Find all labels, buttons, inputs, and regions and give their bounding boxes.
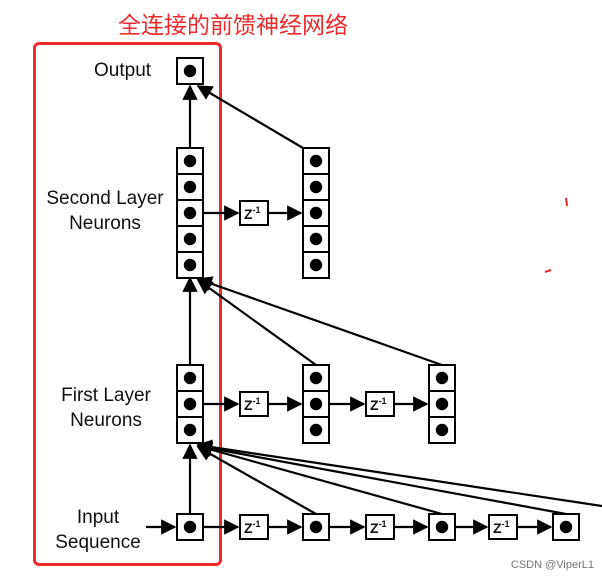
second-layer-neuron (183, 154, 197, 168)
input-tap-2-arrow (196, 442, 443, 516)
first-layer-delay-1 (239, 391, 269, 417)
second-layer-delayed-neuron (309, 180, 323, 194)
stray-red-mark (565, 197, 568, 207)
first-layer-delay-1-label: Z-1 (244, 396, 261, 413)
input-label-line-1: Input (76, 507, 120, 528)
input-label-line-2: Sequence (55, 532, 141, 553)
second-layer-neuron (183, 206, 197, 220)
second-layer-delayed-neuron (309, 154, 323, 168)
input-delay-1 (239, 514, 269, 540)
input-tap-4-arrow (196, 439, 602, 508)
input-node-2-neuron (435, 520, 449, 534)
second-layer-label-line-2: Neurons (69, 213, 141, 234)
input-delay-1-label: Z-1 (244, 519, 261, 536)
first-layer-delayed-2-neuron (435, 423, 449, 437)
input-delay-3-label: Z-1 (493, 519, 510, 536)
input-tap-3-arrow (196, 440, 567, 516)
feedforward-highlight-box (33, 42, 222, 566)
first-layer-neuron (183, 397, 197, 411)
first-layer-delayed-1-cell (302, 416, 330, 444)
input-node-1-neuron (309, 520, 323, 534)
watermark: CSDN @ViperL1 (510, 559, 594, 571)
input-delay-2-label: Z-1 (370, 519, 387, 536)
input-label: Input Sequence (50, 505, 146, 555)
second-layer-delayed-neuron (309, 206, 323, 220)
second-layer-label-line-1: Second Layer (46, 188, 164, 209)
second-layer-label: Second Layer Neurons (38, 186, 172, 236)
first-layer-label-line-1: First Layer (61, 385, 151, 406)
first-layer-label: First Layer Neurons (46, 383, 166, 433)
first-layer-delayed-1-neuron (309, 371, 323, 385)
input-node-3-neuron (559, 520, 573, 534)
input-tap-1-arrow (196, 446, 317, 515)
first-layer-delayed-1-neuron (309, 397, 323, 411)
second-layer-delay (239, 200, 269, 226)
second-delayed-to-output-arrow (196, 85, 304, 149)
second-layer-delayed-neuron (309, 258, 323, 272)
output-label: Output (94, 60, 152, 81)
first-layer-neuron (183, 423, 197, 437)
annotation-title: 全连接的前馈神经网络 (118, 13, 348, 39)
first-delayed-1-to-second-arrow (196, 279, 317, 366)
first-layer-label-line-2: Neurons (70, 410, 142, 431)
second-layer-neuron (183, 180, 197, 194)
second-layer-delay-label: Z-1 (244, 205, 261, 222)
first-layer-delay-2-label: Z-1 (370, 396, 387, 413)
stray-red-mark (544, 269, 552, 273)
first-layer-delayed-2-neuron (435, 397, 449, 411)
input-node-0-neuron (183, 520, 197, 534)
output-node-cell (176, 57, 204, 85)
first-delayed-2-to-second-arrow (196, 276, 443, 367)
first-layer-delayed-2-neuron (435, 371, 449, 385)
second-layer-neuron (183, 258, 197, 272)
second-layer-delayed-neuron (309, 232, 323, 246)
output-node-neuron (183, 64, 197, 78)
first-layer-neuron (183, 371, 197, 385)
second-layer-neuron (183, 232, 197, 246)
first-layer-delayed-1-neuron (309, 423, 323, 437)
